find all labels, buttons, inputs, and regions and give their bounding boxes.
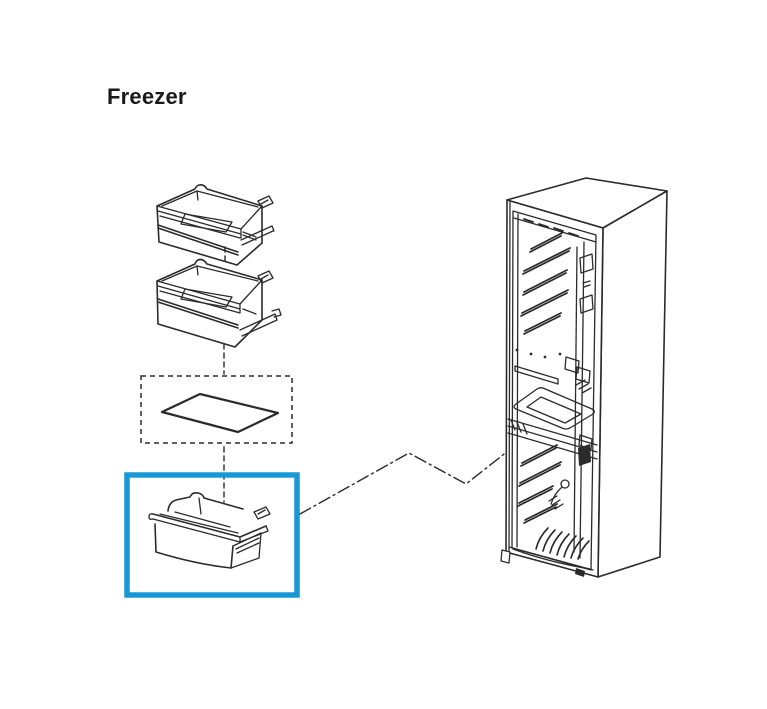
leader-line: [299, 428, 537, 515]
freezer-drawer-upper-illustration: [156, 184, 275, 266]
page-title: Freezer: [107, 84, 187, 109]
refrigerator-cabinet-illustration: [500, 177, 668, 578]
selected-part-highlight[interactable]: [124, 472, 300, 598]
freezer-drawer-middle-illustration: [156, 258, 282, 348]
shelf-panel-dashed-box: [140, 375, 293, 444]
shelf-panel-illustration: [140, 375, 293, 444]
freezer-drawer-lower-illustration: [148, 492, 271, 569]
